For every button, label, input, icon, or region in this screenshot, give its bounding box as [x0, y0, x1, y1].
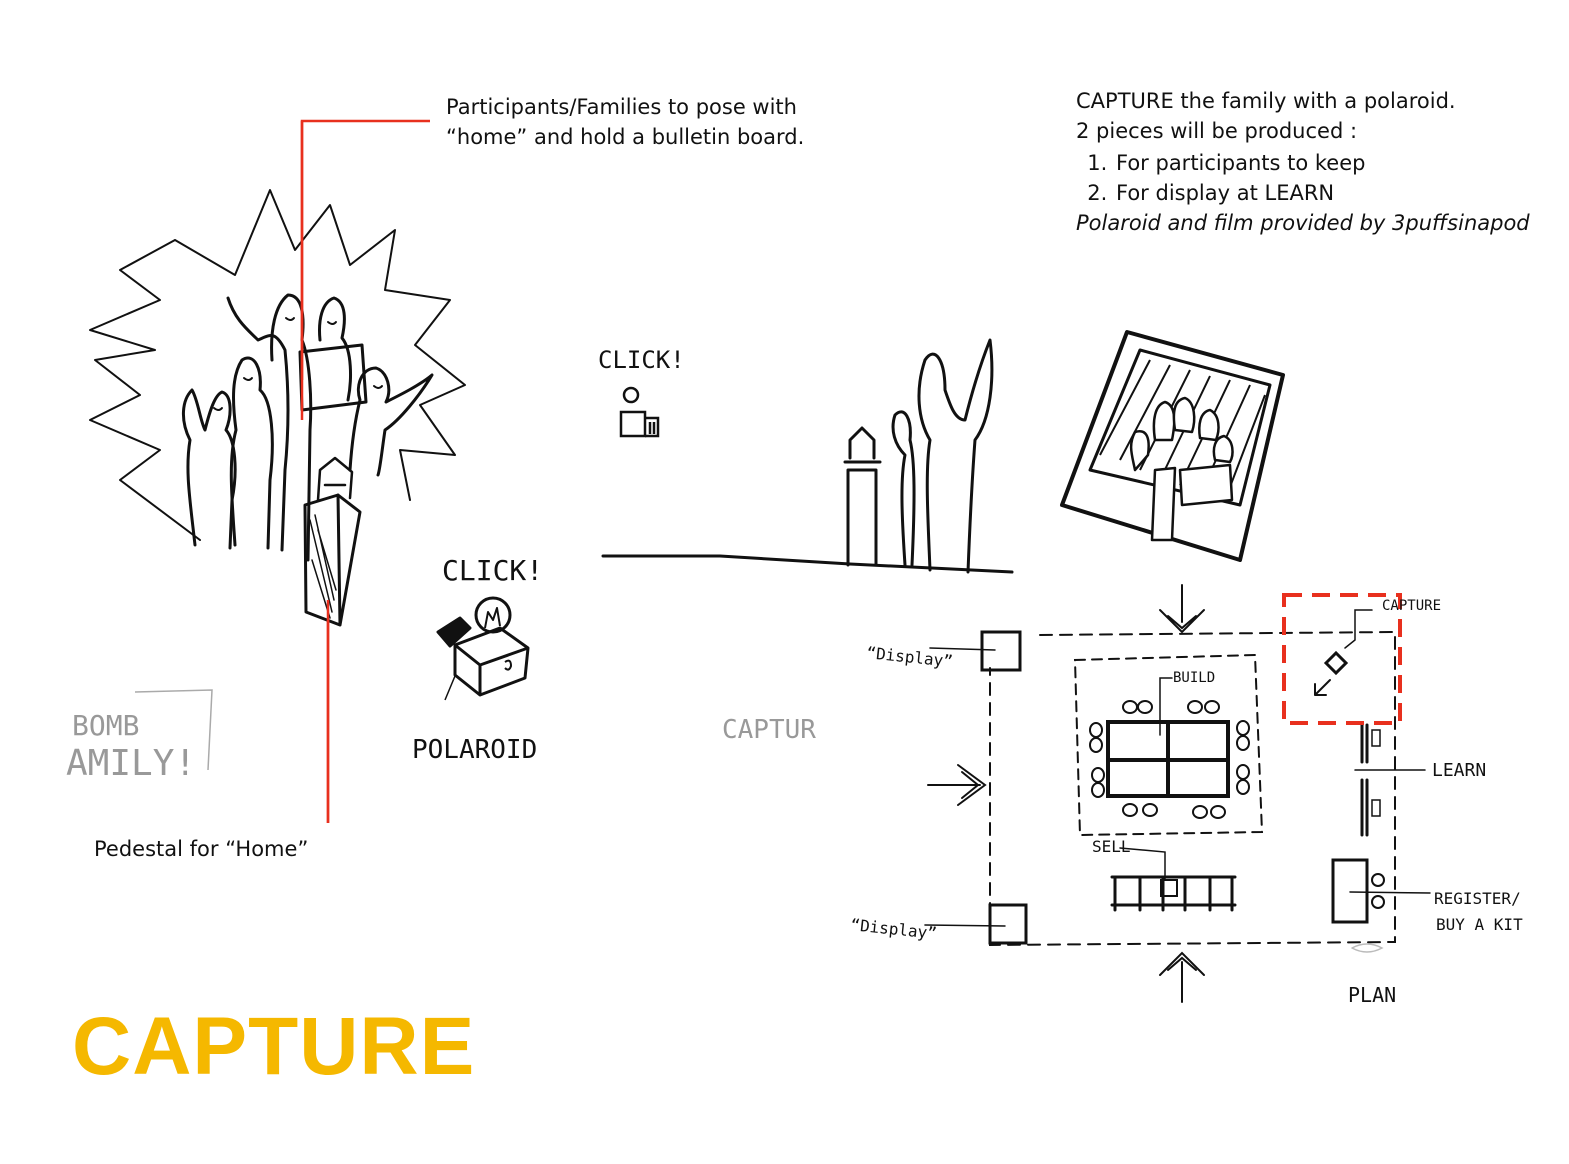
- register-label-1: REGISTER/: [1434, 889, 1521, 908]
- polaroid-label: POLAROID: [412, 735, 537, 765]
- entrance-arrow-bottom: [1159, 951, 1205, 1003]
- display-label-top: “Display”: [866, 643, 954, 671]
- build-area: [1073, 653, 1264, 837]
- info-list-item: For participants to keep: [1114, 148, 1556, 178]
- ground-line: [601, 554, 1014, 574]
- page-title: CAPTURE: [72, 1001, 476, 1092]
- display-booth-top: [980, 630, 1022, 672]
- sell-label: SELL: [1092, 837, 1131, 856]
- pedestal-shade: [309, 514, 337, 619]
- floor-plan: [924, 584, 1431, 1003]
- plan-label: PLAN: [1348, 983, 1396, 1007]
- capture-zone-label: CAPTURE: [1382, 598, 1441, 614]
- sell-counter: [1110, 875, 1237, 912]
- elevation-figure-2: [917, 338, 994, 574]
- pose-callout-line-1: Participants/Families to pose with: [446, 95, 797, 119]
- capture-camera-symbol: [1314, 609, 1373, 696]
- figure-holding-board: [318, 296, 352, 402]
- figure-right: [348, 366, 434, 477]
- info-credit: Polaroid and film provided by 3puffsinap…: [1076, 211, 1530, 235]
- callout-line: [300, 119, 430, 823]
- family-pose-sketch: [89, 189, 466, 627]
- figure-second: [229, 356, 274, 550]
- register-desk: [1331, 858, 1385, 924]
- learn-boards: [1360, 723, 1381, 837]
- display-label-bottom: “Display”: [850, 915, 938, 943]
- elevation-house: [848, 426, 876, 460]
- camera-small: [619, 386, 660, 438]
- info-list: For participants to keep For display at …: [1076, 148, 1556, 208]
- info-list-item: For display at LEARN: [1114, 178, 1556, 208]
- entrance-arrow-top: [1159, 584, 1205, 634]
- elevation-pedestal: [843, 460, 882, 567]
- entrance-arrow-left: [927, 764, 987, 806]
- bomb-text-2: AMILY!: [66, 743, 196, 784]
- side-elevation-sketch: [601, 338, 1014, 574]
- pose-callout: Participants/Families to pose with “home…: [446, 92, 866, 152]
- starburst-outline: [89, 189, 466, 541]
- build-label: BUILD: [1173, 670, 1215, 686]
- callout-line-pedestal: [300, 121, 330, 823]
- build-stools: [1089, 700, 1250, 819]
- plan-boundary: [989, 630, 1396, 947]
- learn-label: LEARN: [1432, 760, 1486, 781]
- bomb-family-scribble: BOMB AMILY!: [66, 689, 213, 784]
- capture-zone-highlight: [1282, 593, 1402, 725]
- plan-labels: “Display” “Display” BUILD SELL CAPTURE L…: [850, 598, 1523, 1007]
- capture-info: CAPTURE the family with a polaroid. 2 pi…: [1076, 86, 1556, 238]
- pedestal-callout: Pedestal for “Home”: [94, 837, 309, 861]
- polaroid-photo: [1060, 330, 1285, 562]
- figure-waving: [226, 296, 290, 552]
- captur-faint-label: CAPTUR: [722, 715, 816, 745]
- click-label-2: CLICK!: [442, 554, 543, 587]
- bomb-text-1: BOMB: [72, 709, 139, 742]
- pose-callout-line-2: “home” and hold a bulletin board.: [446, 125, 805, 149]
- build-tables: [1106, 720, 1230, 798]
- click-label-1: CLICK!: [598, 346, 685, 374]
- info-line-1: CAPTURE the family with a polaroid.: [1076, 89, 1456, 113]
- figure-left: [182, 388, 237, 550]
- info-line-2: 2 pieces will be produced :: [1076, 119, 1358, 143]
- elevation-figure-1: [891, 410, 916, 567]
- display-booth-bottom: [988, 903, 1028, 945]
- house-model: [316, 456, 354, 502]
- polaroid-camera-sketch: [436, 596, 530, 701]
- register-label-2: BUY A KIT: [1436, 915, 1523, 934]
- pedestal: [303, 493, 362, 627]
